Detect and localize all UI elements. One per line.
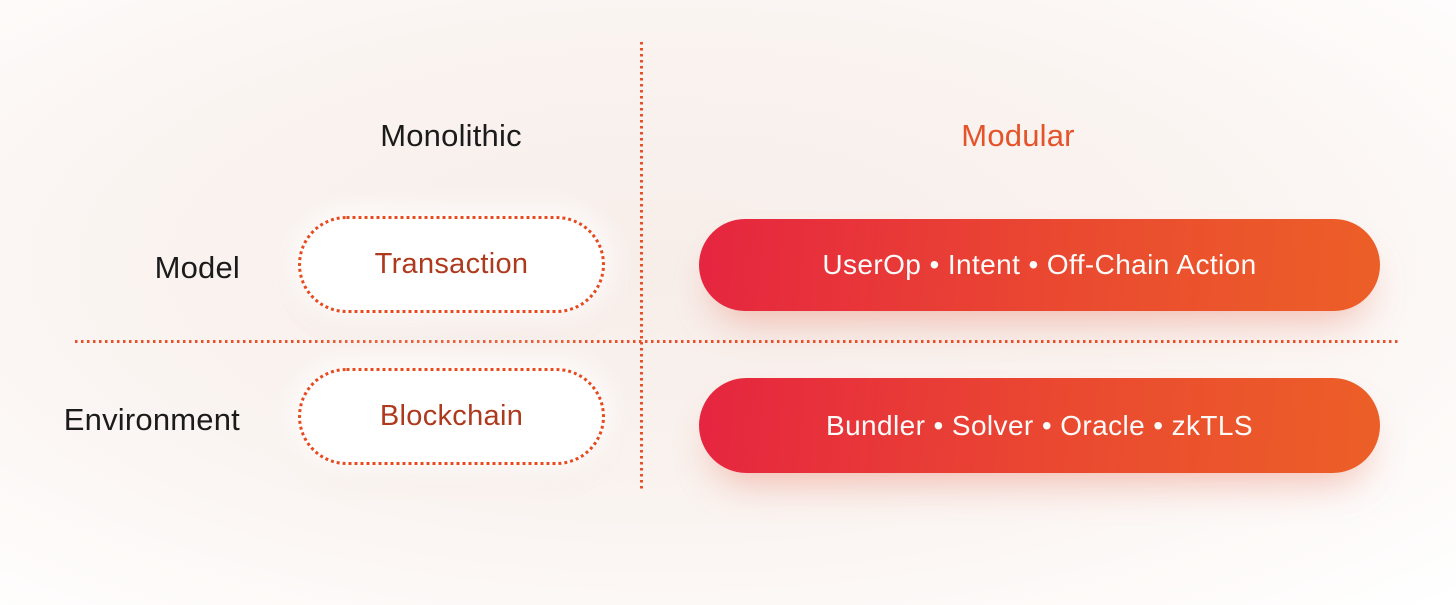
pill-bundler-solver-oracle-zktls: Bundler • Solver • Oracle • zkTLS [699,378,1380,473]
pill-transaction: Transaction [298,216,605,313]
row-label-environment: Environment [63,402,240,437]
pill-blockchain: Blockchain [298,368,605,465]
vertical-dotted-divider [640,42,643,492]
row-label-model: Model [154,250,240,285]
column-header-monolithic: Monolithic [380,118,522,153]
horizontal-dotted-divider [75,340,1398,343]
pill-userop-intent-offchain: UserOp • Intent • Off-Chain Action [699,219,1380,311]
column-header-modular: Modular [961,118,1075,153]
